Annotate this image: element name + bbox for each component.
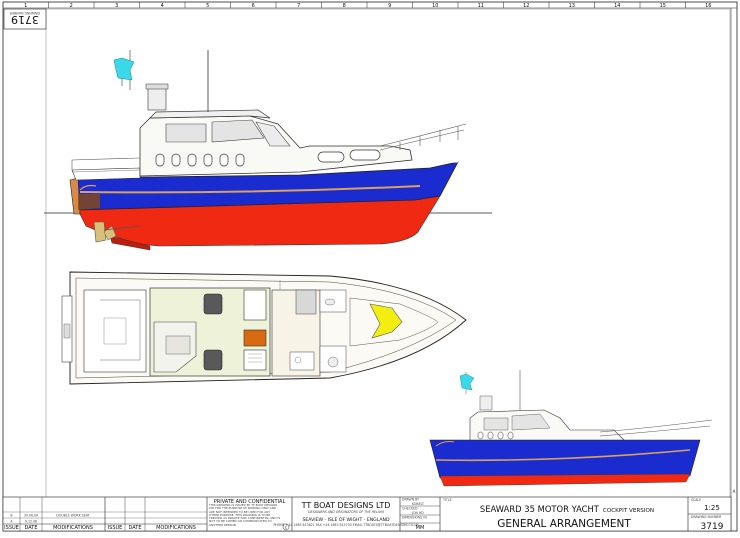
galley <box>289 351 315 371</box>
heads <box>295 289 317 315</box>
border-column-label: 8 <box>343 3 346 9</box>
ensign-flag <box>113 57 135 86</box>
corner-drawing-number-box <box>3 8 47 30</box>
border-column-label: 7 <box>297 3 300 9</box>
border-column-ticks <box>48 2 686 8</box>
header-mods-left: MODIFICATIONS <box>53 525 93 531</box>
scale-value: 1:25 <box>704 504 720 512</box>
company-contact: PHONE +44 1983 613621 FAX +44 1983 61370… <box>273 523 419 527</box>
title-label: TITLE <box>442 498 452 502</box>
border-column-label: 3 <box>115 3 118 9</box>
border-column-label: 10 <box>432 3 438 9</box>
drawn-by-label: DRAWN BY <box>402 498 419 502</box>
border-column-label: 9 <box>388 3 391 9</box>
company-location: SEAVIEW - ISLE OF WIGHT - ENGLAND <box>302 517 390 523</box>
border-column-label: 4 <box>161 3 164 9</box>
title-block <box>2 496 732 532</box>
rev-issue-b: B <box>10 514 12 518</box>
drawn-by: KOBELT <box>412 502 424 506</box>
dimensions-units: MM <box>416 525 425 531</box>
plan-view <box>61 271 467 385</box>
border-column-label: 14 <box>614 3 620 9</box>
mast-and-radar <box>129 50 209 112</box>
border-column-label: 2 <box>70 3 73 9</box>
copyright-icon <box>282 523 290 531</box>
header-date-left: DATE <box>24 525 37 531</box>
dimensions-label: DIMENSIONS IN <box>402 516 427 520</box>
drawing-title: SEAWARD 35 MOTOR YACHT <box>480 504 600 514</box>
border-column-label: 6 <box>252 3 255 9</box>
profile-view <box>44 50 492 251</box>
corner-drawing-number: 3719 <box>11 13 39 26</box>
border-column-label: 5 <box>206 3 209 9</box>
drawing-subtitle: GENERAL ARRANGEMENT <box>497 518 631 530</box>
company-tagline: DESIGNERS AND ORIGINATORS OF THE HELIUM <box>308 510 384 514</box>
border-column-label: 1 <box>24 3 27 9</box>
copyright-symbol: C <box>285 525 288 529</box>
header-mods-right: MODIFICATIONS <box>156 525 196 531</box>
chart-table <box>243 329 267 347</box>
drawing-version: COCKPIT VERSION <box>603 508 654 514</box>
rev-date-a: 9.12.08 <box>25 520 37 524</box>
rudder-and-propeller <box>93 221 141 243</box>
rev-mod-b: DOUBLE WORK SEAT <box>56 514 89 518</box>
border-column-label: 12 <box>523 3 529 9</box>
hull-underbody <box>77 195 441 247</box>
helm-seat-upper <box>203 293 223 315</box>
confidential-text-box: THIS DRAWING IS ISSUED BY TT BOAT DESIGN… <box>209 504 281 527</box>
header-date-right: DATE <box>128 525 141 531</box>
helm-seat-lower <box>203 349 223 371</box>
border-column-label: 15 <box>660 3 666 9</box>
header-issue-right: ISSUE <box>108 525 123 531</box>
perspective-view <box>429 370 713 487</box>
corner-drawing-number-label: DRAWING NUMBER <box>9 11 40 15</box>
hull-topsides <box>75 161 459 211</box>
checked-label: CHECKED <box>402 507 418 511</box>
rev-issue-a: A <box>10 520 13 524</box>
portholes <box>155 149 381 167</box>
confidential-title: PRIVATE AND CONFIDENTIAL <box>214 499 286 505</box>
border-column-label: 13 <box>569 3 575 9</box>
border-column-label: 16 <box>705 3 711 9</box>
confidential-text: THIS DRAWING IS ISSUED BY TT BOAT DESIGN… <box>209 504 281 527</box>
drawing-number: 3719 <box>701 522 724 532</box>
sheet-letter: A <box>733 489 736 494</box>
header-issue-left: ISSUE <box>4 525 19 531</box>
scale-label: SCALE <box>691 498 701 502</box>
border-column-label: 11 <box>478 3 484 9</box>
forepeak-berth <box>369 303 403 339</box>
checked-by: JON HD <box>411 511 424 515</box>
drawing-number-label: DRAWING NUMBER <box>691 515 722 519</box>
rev-date-b: 30.06.09 <box>24 514 38 518</box>
bow-rail <box>379 123 467 151</box>
saloon-table <box>165 335 191 355</box>
company-name: TT BOAT DESIGNS LTD <box>301 501 391 510</box>
aft-cockpit <box>83 289 147 373</box>
